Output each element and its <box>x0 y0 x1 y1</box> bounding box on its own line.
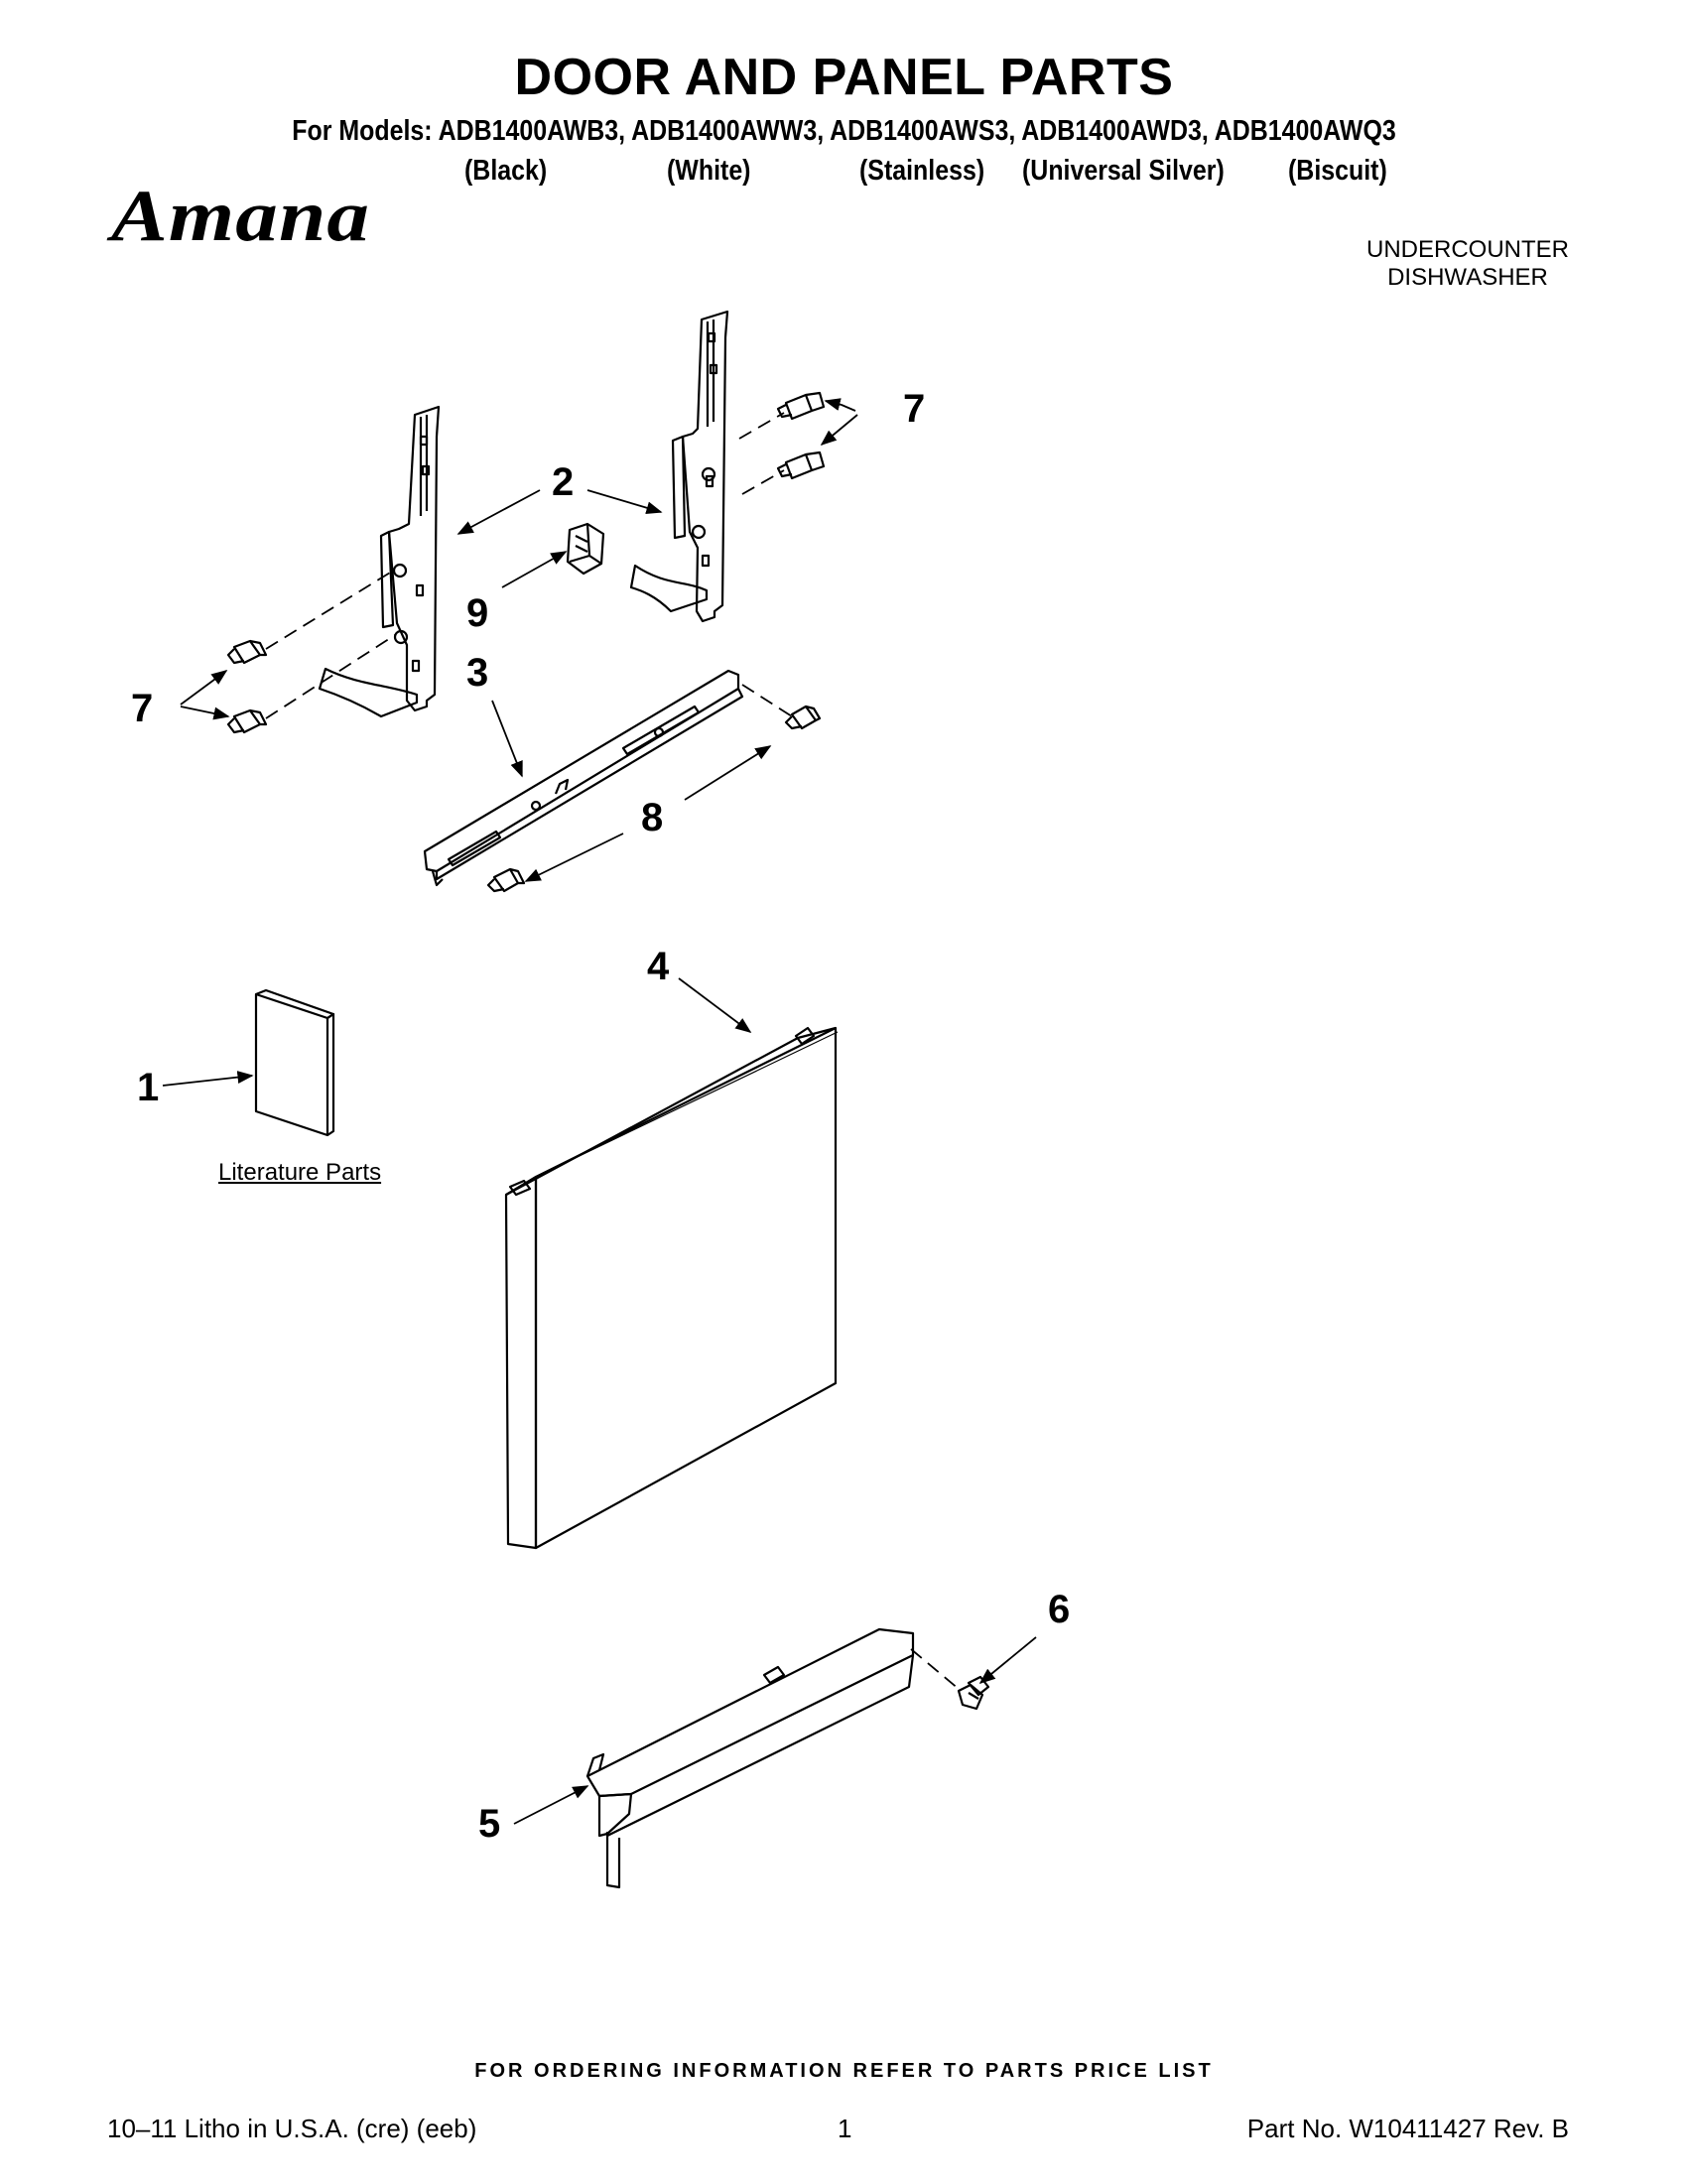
litho-info: 10–11 Litho in U.S.A. (cre) (eeb) <box>107 2114 477 2143</box>
bracket-screws <box>486 705 822 893</box>
callout-1: 1 <box>137 1066 160 1109</box>
callout-6: 6 <box>1048 1588 1071 1631</box>
part-number: Part No. W10411427 Rev. B <box>1246 2114 1569 2143</box>
page-number: 1 <box>838 2114 852 2143</box>
callout-9: 9 <box>466 591 489 635</box>
color-black: (Black) <box>464 155 548 187</box>
lower-access-panel <box>585 1627 915 1889</box>
callout-7-left: 7 <box>131 687 154 730</box>
callout-5: 5 <box>478 1802 501 1846</box>
door-clip <box>566 522 605 576</box>
callout-4: 4 <box>647 945 670 988</box>
literature-parts <box>254 988 335 1137</box>
door-panel <box>504 1026 839 1550</box>
door-mounting-bracket <box>423 669 744 887</box>
product-type-line-1: UNDERCOUNTER <box>1366 236 1569 263</box>
literature-parts-label: Literature Parts <box>218 1159 382 1186</box>
color-biscuit: (Biscuit) <box>1288 155 1387 187</box>
alignment-lines <box>265 412 960 1690</box>
panel-screw <box>957 1675 990 1711</box>
callout-leaders <box>162 398 1037 1825</box>
color-universal-silver: (Universal Silver) <box>1022 155 1225 187</box>
ordering-info: FOR ORDERING INFORMATION REFER TO PARTS … <box>474 2060 1214 2082</box>
product-type-line-2: DISHWASHER <box>1387 264 1548 291</box>
color-stainless: (Stainless) <box>859 155 985 187</box>
page-title: DOOR AND PANEL PARTS <box>514 49 1174 106</box>
callout-8: 8 <box>641 796 664 839</box>
callout-2: 2 <box>552 460 575 504</box>
right-door-hinge-bracket <box>629 310 729 623</box>
callout-7-right: 7 <box>903 387 926 431</box>
product-type: UNDERCOUNTER DISHWASHER <box>1366 236 1569 292</box>
left-hinge-screws <box>226 639 268 734</box>
color-white: (White) <box>667 155 751 187</box>
right-hinge-screws <box>776 391 826 480</box>
callout-3: 3 <box>466 651 489 695</box>
brand-logo: Amana <box>111 176 371 257</box>
models-line: For Models: ADB1400AWB3, ADB1400AWW3, AD… <box>292 115 1396 147</box>
left-door-hinge-bracket <box>318 405 441 718</box>
